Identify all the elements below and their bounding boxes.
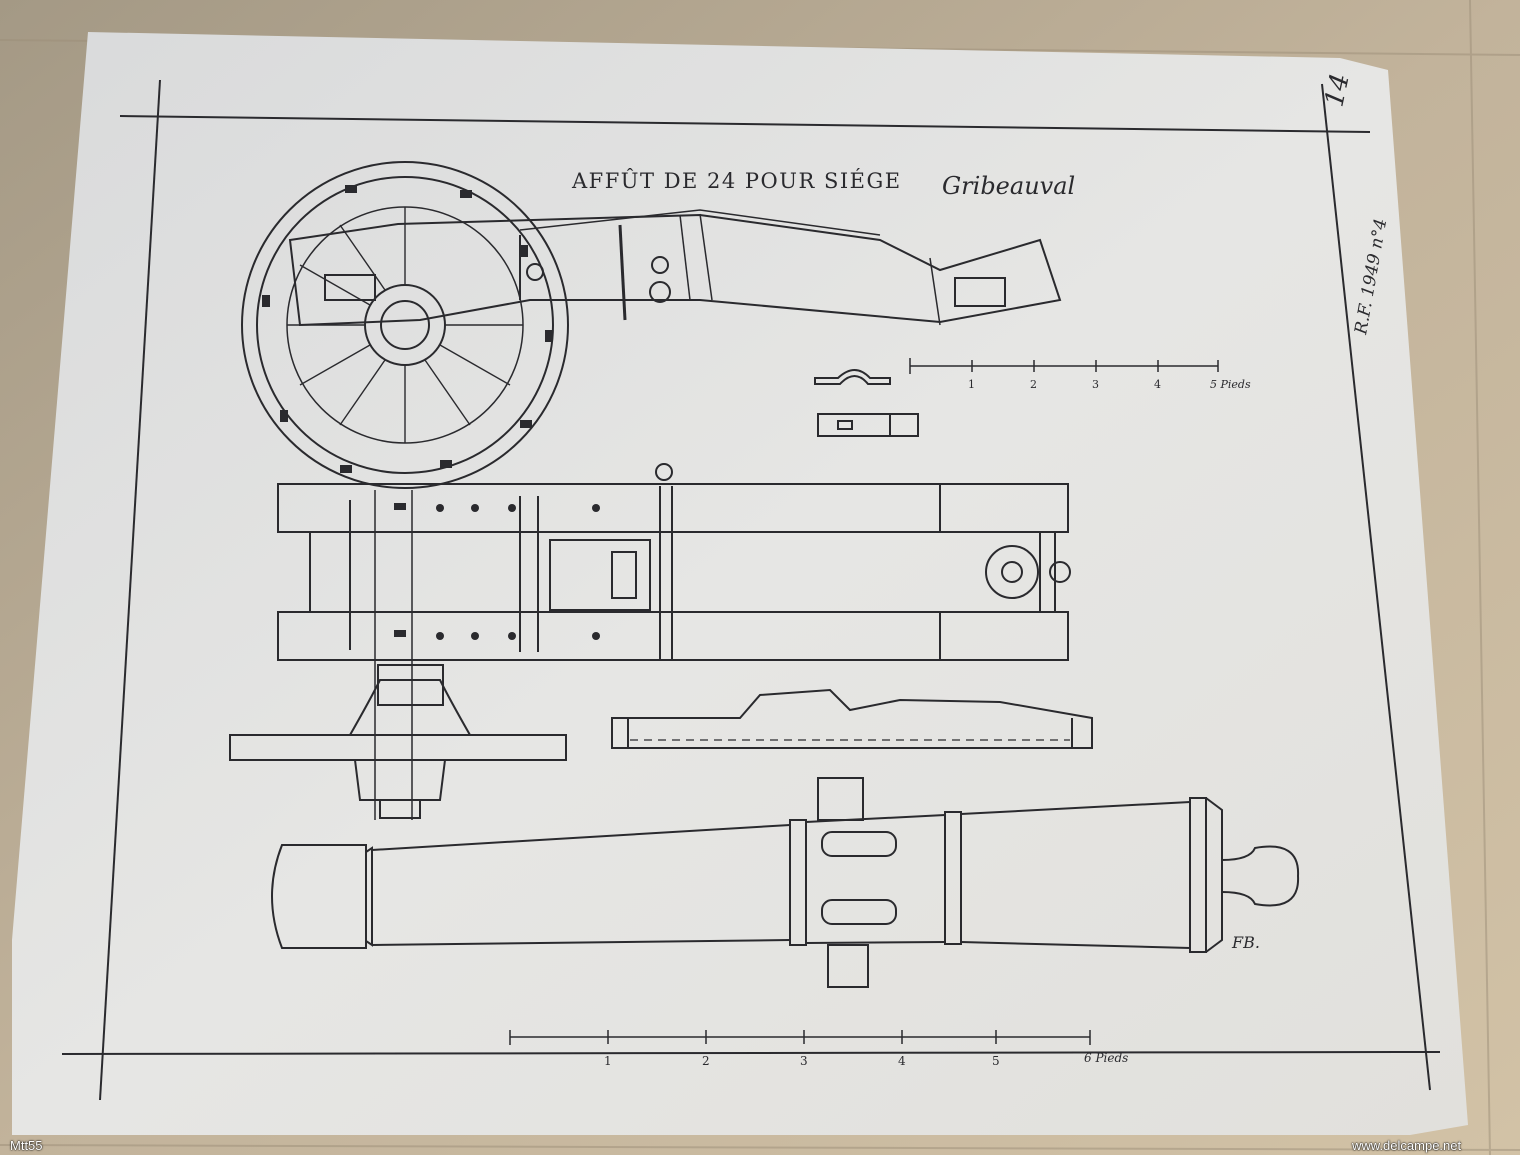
large-scale-tick-1: 1 [604,1054,612,1068]
paper-sheet [12,32,1468,1135]
strap-detail [814,369,919,437]
scale-bar-large [509,1030,1091,1045]
large-scale-tick-5: 5 [992,1054,1000,1068]
watermark-right: www.delcampe.net [1352,1138,1462,1153]
large-scale-tick-2: 2 [702,1054,710,1068]
small-scale-unit: 5 Pieds [1210,378,1251,391]
large-scale-tick-4: 4 [898,1054,906,1068]
wheel-side-view [241,161,569,489]
title-script: Gribeauval [942,172,1075,200]
watermark-left: Mtt55 [10,1138,43,1153]
large-scale-unit: 6 Pieds [1084,1051,1128,1065]
carriage-side-view [288,209,1062,327]
scale-bar-small [909,358,1219,374]
small-scale-tick-4: 4 [1154,378,1161,391]
title-print: AFFÛT DE 24 POUR SIÉGE [571,168,902,193]
small-scale-tick-3: 3 [1092,378,1099,391]
frame-lines [61,79,1441,1101]
rail-side-piece [611,688,1093,749]
large-scale-tick-3: 3 [800,1054,808,1068]
cannon-barrel [271,777,1300,988]
carriage-top-view [277,463,1071,820]
drafter-signature: FB. [1231,933,1260,952]
small-scale-tick-1: 1 [968,378,975,391]
small-scale-tick-2: 2 [1030,378,1037,391]
plate-number: 14 [1320,71,1356,110]
wheel-front-view [229,664,567,819]
